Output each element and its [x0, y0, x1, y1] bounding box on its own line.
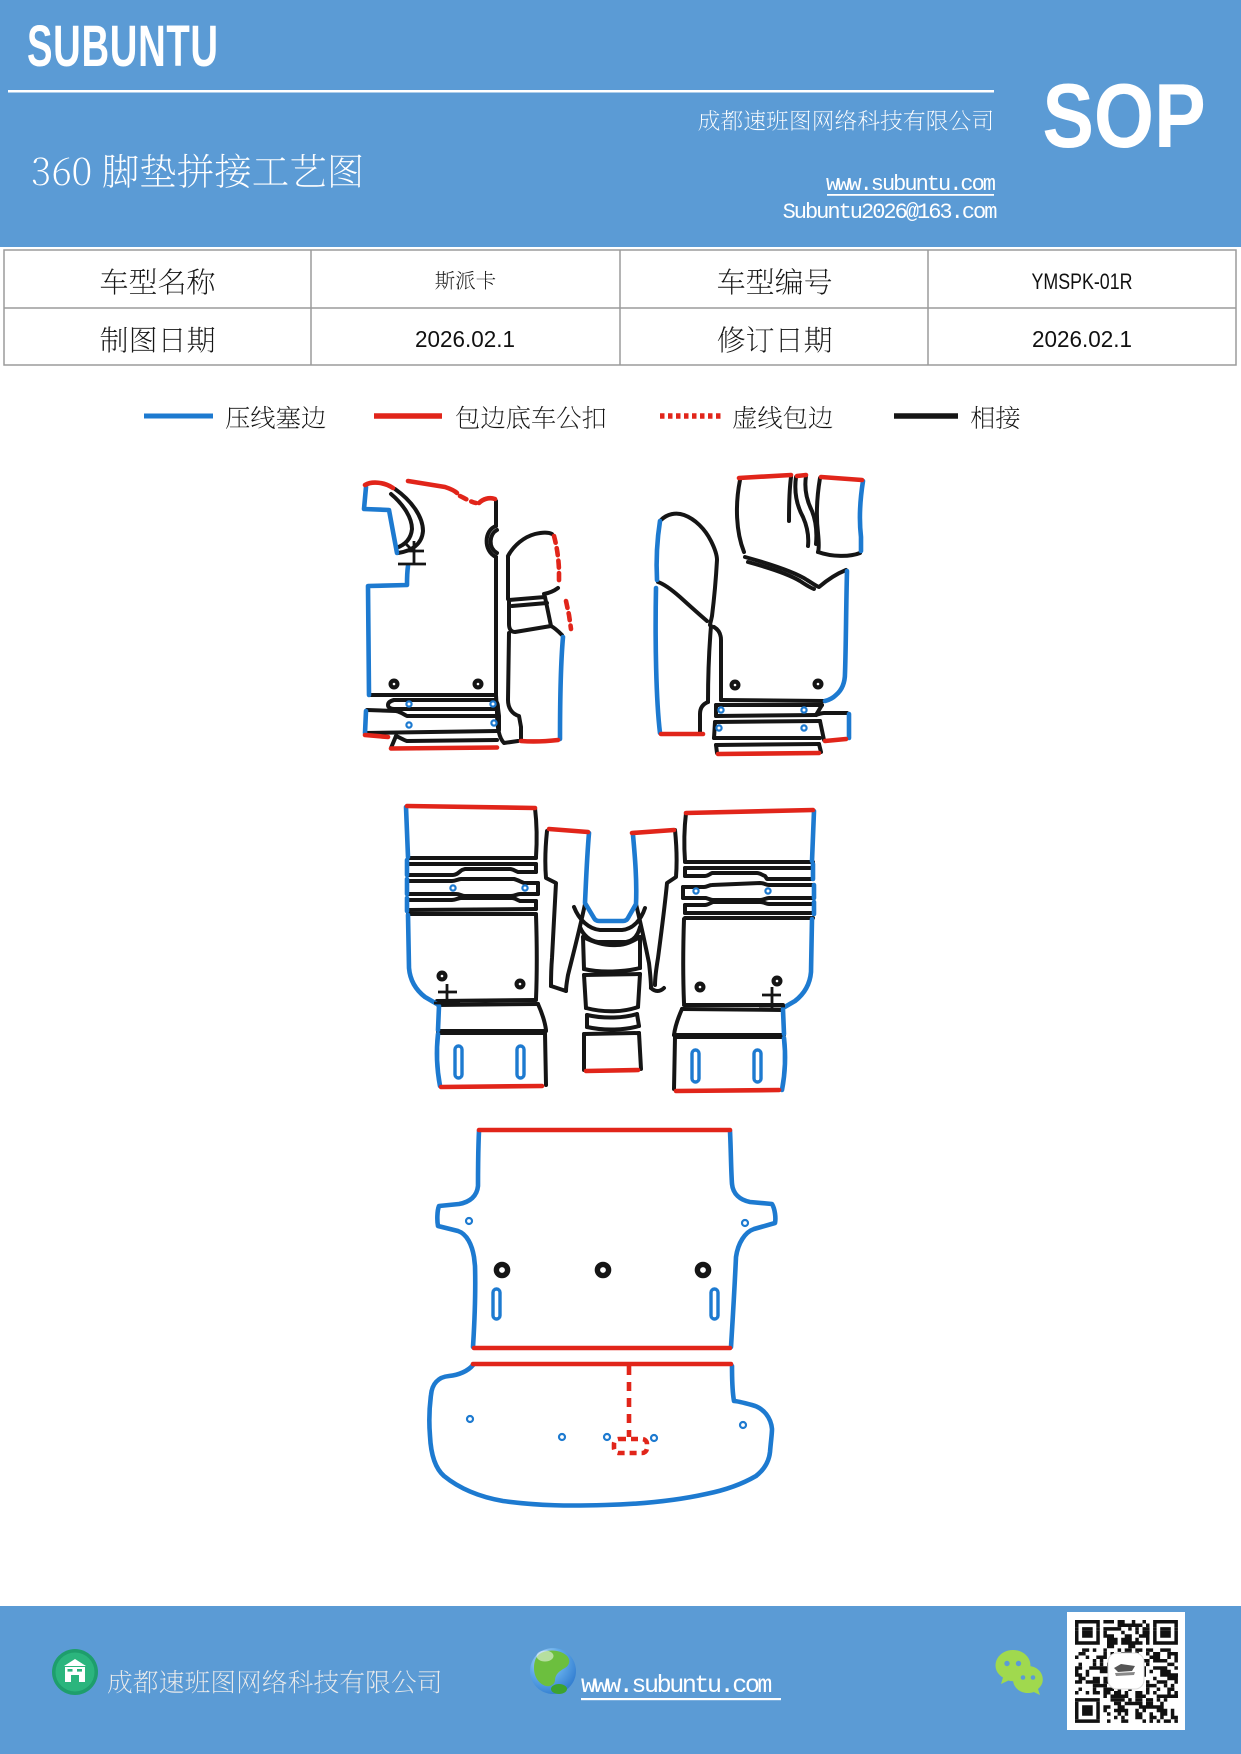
svg-text:Subuntu2026@163.com: Subuntu2026@163.com [783, 200, 998, 225]
svg-text:2026.02.1: 2026.02.1 [415, 326, 515, 352]
svg-text:www.subuntu.com: www.subuntu.com [826, 172, 996, 197]
svg-text:SUBUNTU: SUBUNTU [27, 15, 219, 79]
svg-text:2026.02.1: 2026.02.1 [1032, 326, 1132, 352]
svg-text:YMSPK-01R: YMSPK-01R [1032, 269, 1133, 294]
svg-text:SOP: SOP [1042, 65, 1205, 166]
svg-text:www.subuntu.com: www.subuntu.com [581, 1671, 771, 1700]
